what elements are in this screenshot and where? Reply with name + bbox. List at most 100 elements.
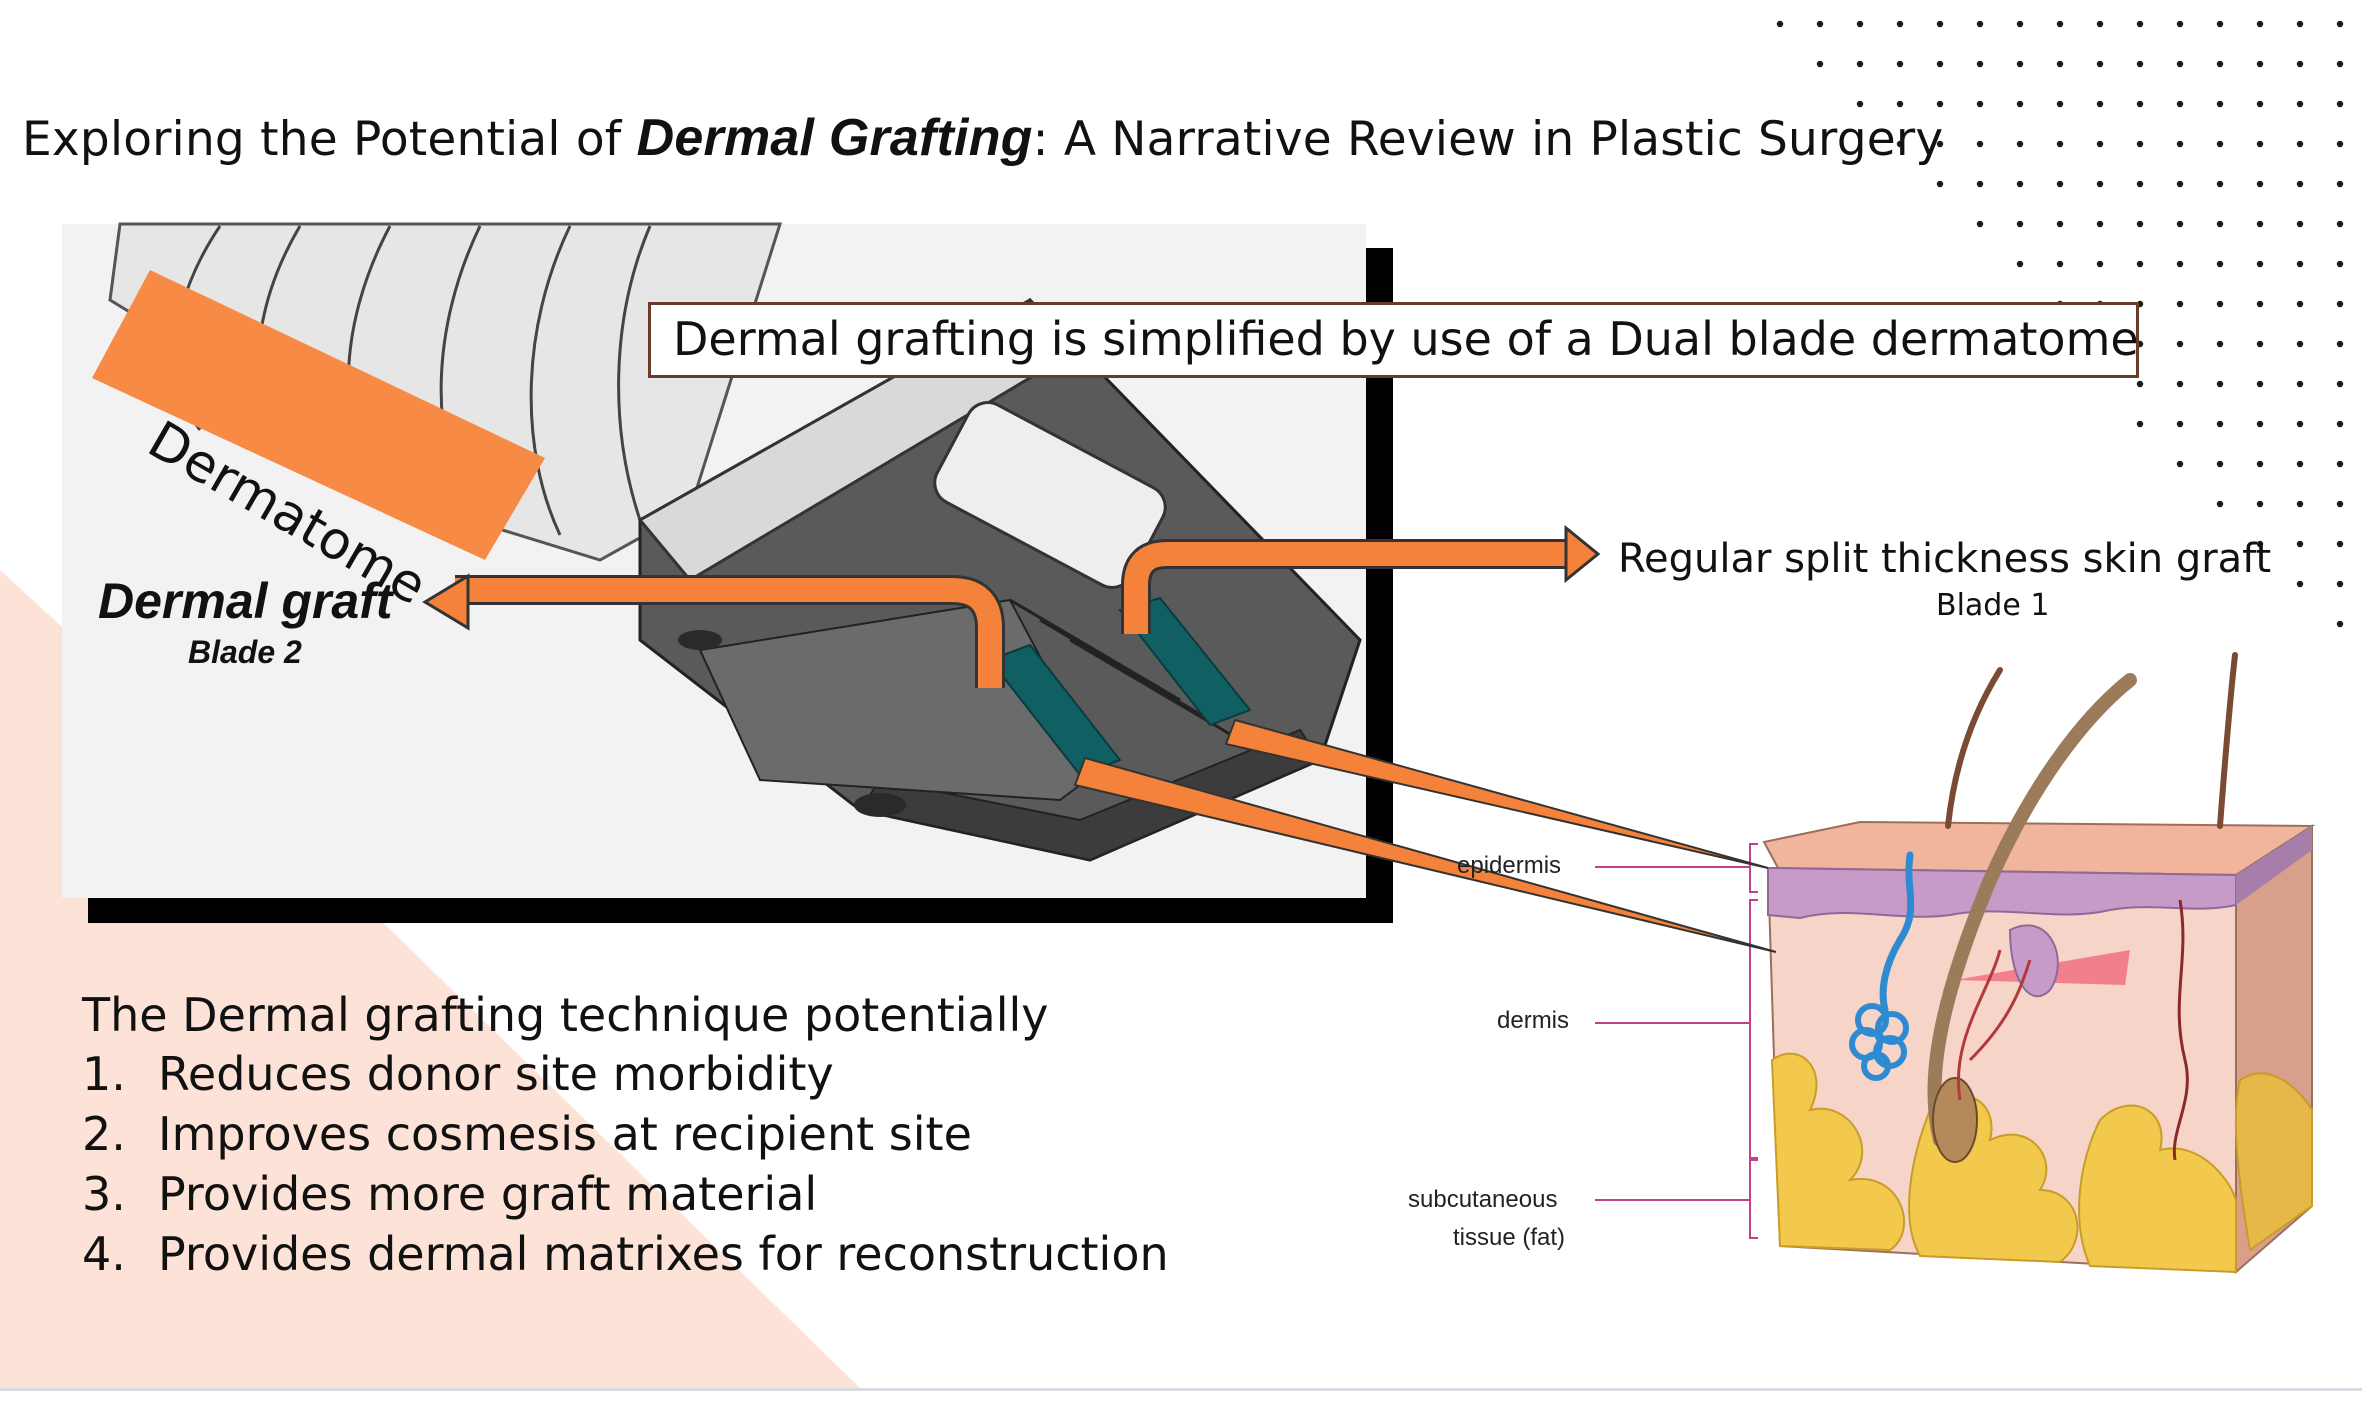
grid-dot: [2056, 260, 2064, 268]
grid-dot: [2296, 100, 2304, 108]
grid-dot: [2136, 60, 2144, 68]
grid-dot: [2096, 180, 2104, 188]
grid-dot: [2216, 460, 2224, 468]
subcutaneous-label-line2: tissue (fat): [1453, 1224, 1566, 1251]
grid-dot: [2016, 180, 2024, 188]
grid-dot: [2336, 300, 2344, 308]
grid-dot: [2096, 140, 2104, 148]
grid-dot: [2016, 20, 2024, 28]
grid-dot: [2176, 220, 2184, 228]
grid-dot: [2256, 20, 2264, 28]
grid-dot: [2216, 500, 2224, 508]
footer-divider: [0, 1388, 2362, 1391]
list-number: 2.: [82, 1107, 126, 1161]
grid-dot: [2136, 260, 2144, 268]
grid-dot: [1896, 140, 1904, 148]
grid-dot: [2096, 100, 2104, 108]
grid-dot: [1976, 100, 1984, 108]
grid-dot: [2256, 140, 2264, 148]
grid-dot: [2256, 500, 2264, 508]
grid-dot: [2136, 20, 2144, 28]
callout-box: Dermal grafting is simplified by use of …: [648, 302, 2139, 378]
grid-dot: [2256, 260, 2264, 268]
title-emphasis: Dermal Grafting: [636, 109, 1033, 167]
grid-dot: [2016, 140, 2024, 148]
grid-dot: [2296, 260, 2304, 268]
grid-dot: [2296, 300, 2304, 308]
grid-dot: [2216, 60, 2224, 68]
sweat-gland: [1849, 1003, 1909, 1081]
grid-dot: [2216, 220, 2224, 228]
grid-dot: [1976, 220, 1984, 228]
title-suffix: : A Narrative Review in Plastic Surgery: [1032, 112, 1944, 167]
grid-dot: [1816, 60, 1824, 68]
blade-2-label: Blade 2: [188, 634, 302, 670]
grid-dot: [2336, 620, 2344, 628]
subcutaneous-label: subcutaneous: [1408, 1186, 1558, 1213]
list-text: Reduces donor site morbidity: [158, 1047, 834, 1101]
grid-dot: [2296, 380, 2304, 388]
grid-dot: [2136, 220, 2144, 228]
grid-dot: [1816, 20, 1824, 28]
grid-dot: [1856, 100, 1864, 108]
grid-dot: [2336, 500, 2344, 508]
list-item: 4.Provides dermal matrixes for reconstru…: [82, 1224, 1169, 1284]
grid-dot: [2056, 100, 2064, 108]
list-number: 3.: [82, 1167, 126, 1221]
stsg-arrowhead: [1564, 524, 1601, 584]
blade-1-label: Blade 1: [1936, 588, 2050, 623]
grid-dot: [2136, 140, 2144, 148]
grid-dot: [2216, 380, 2224, 388]
fat-lobule: [2078, 1104, 2237, 1274]
grid-dot: [2256, 460, 2264, 468]
grid-dot: [2256, 60, 2264, 68]
grid-dot: [2216, 260, 2224, 268]
grid-dot: [2296, 460, 2304, 468]
grid-dot: [2336, 180, 2344, 188]
benefits-intro: The Dermal grafting technique potentiall…: [82, 988, 1049, 1042]
epidermis-label: epidermis: [1457, 852, 1562, 879]
grid-dot: [2336, 340, 2344, 348]
grid-dot: [2336, 580, 2344, 588]
grid-dot: [2176, 420, 2184, 428]
list-item: 1.Reduces donor site morbidity: [82, 1044, 1169, 1104]
grid-dot: [2336, 20, 2344, 28]
grid-dot: [2136, 420, 2144, 428]
grid-dot: [2336, 380, 2344, 388]
grid-dot: [2016, 260, 2024, 268]
list-item: 2.Improves cosmesis at recipient site: [82, 1104, 1169, 1164]
grid-dot: [2176, 20, 2184, 28]
grid-dot: [1976, 20, 1984, 28]
grid-dot: [2256, 540, 2264, 548]
grid-dot: [1936, 140, 1944, 148]
grid-dot: [2176, 60, 2184, 68]
grid-dot: [2256, 220, 2264, 228]
grid-dot: [2296, 500, 2304, 508]
blade-1-pointer: [1224, 718, 1769, 869]
grid-dot: [2016, 100, 2024, 108]
arrow-outline: [455, 575, 1005, 688]
grid-dot: [2056, 60, 2064, 68]
grid-dot: [2256, 300, 2264, 308]
grid-dot: [2296, 20, 2304, 28]
fat-lobule: [1770, 1052, 1906, 1252]
grid-dot: [2296, 580, 2304, 588]
grid-dot: [2336, 60, 2344, 68]
dermal-graft-arrowhead: [422, 573, 470, 631]
grid-dot: [2176, 140, 2184, 148]
list-text: Provides more graft material: [158, 1167, 818, 1221]
grid-dot: [1976, 140, 1984, 148]
grid-dot: [2056, 20, 2064, 28]
grid-dot: [2176, 100, 2184, 108]
grid-dot: [1976, 180, 1984, 188]
grid-dot: [2256, 340, 2264, 348]
grid-dot: [1936, 180, 1944, 188]
grid-dot: [2056, 140, 2064, 148]
grid-dot: [2176, 180, 2184, 188]
grid-dot: [2296, 60, 2304, 68]
grid-dot: [2336, 260, 2344, 268]
